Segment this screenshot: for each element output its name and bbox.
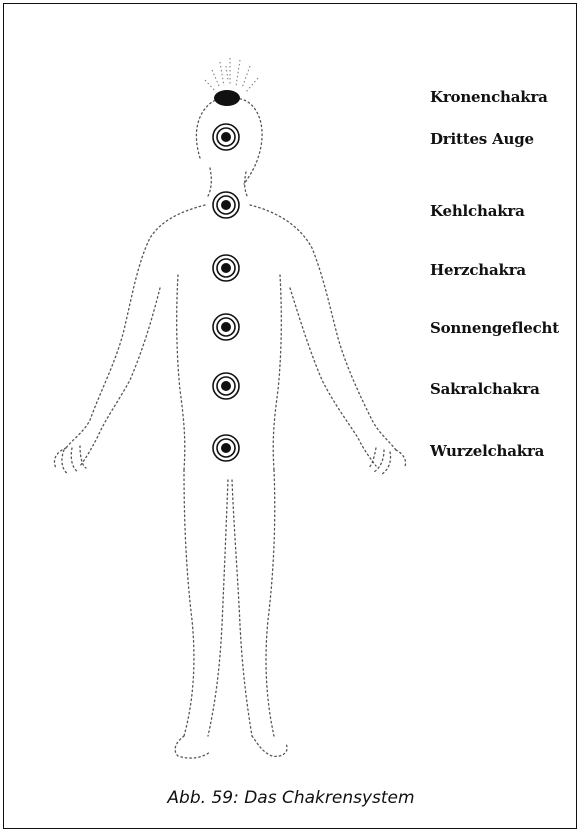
chakra-solar-plexus (213, 314, 239, 340)
left-leg-outer (184, 470, 194, 736)
chakra-third-eye (213, 124, 239, 150)
right-leg-outer (266, 470, 275, 736)
left-hand (54, 446, 86, 474)
label-sakralchakra: Sakralchakra (430, 380, 540, 398)
torso-left (177, 275, 185, 470)
figure-caption: Abb. 59: Das Chakrensystem (0, 788, 582, 808)
label-wurzelchakra: Wurzelchakra (430, 442, 544, 460)
chakra-crown (214, 90, 240, 106)
torso-right (273, 275, 281, 470)
left-leg-inner (208, 480, 228, 736)
left-inner-arm (80, 288, 160, 466)
left-shoulder-arm (66, 205, 205, 448)
right-foot (252, 736, 287, 756)
right-leg-inner (232, 480, 252, 736)
right-hand (368, 448, 406, 474)
right-shoulder-arm (250, 205, 396, 450)
label-kronenchakra: Kronenchakra (430, 88, 548, 106)
label-drittes-auge: Drittes Auge (430, 130, 534, 148)
left-foot (175, 736, 210, 758)
chakra-sacral (213, 373, 239, 399)
label-kehlchakra: Kehlchakra (430, 202, 525, 220)
crown-aura-rays (205, 58, 258, 92)
label-sonnengeflecht: Sonnengeflecht (430, 319, 559, 337)
neck-left (208, 168, 211, 196)
right-inner-arm (290, 288, 376, 466)
chakra-heart (213, 255, 239, 281)
neck-right (245, 172, 248, 198)
chakra-throat (213, 192, 239, 218)
label-herzchakra: Herzchakra (430, 261, 526, 279)
chakra-root (213, 435, 239, 461)
